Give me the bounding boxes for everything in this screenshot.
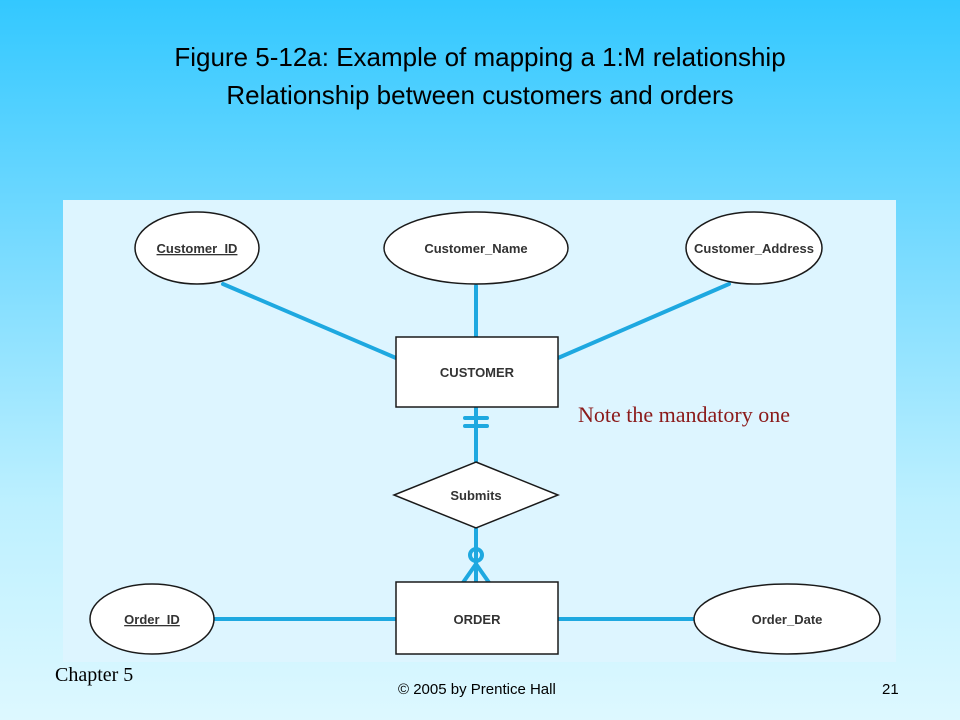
customer-entity [395, 336, 559, 408]
crowfoot-right [474, 562, 492, 586]
footer-page-number: 21 [882, 681, 899, 698]
order-id-attribute [89, 583, 215, 655]
customer-entity-label: CUSTOMER [440, 365, 515, 380]
footer-chapter: Chapter 5 [55, 664, 134, 686]
submits-relationship [391, 461, 561, 529]
customer-name-label: Customer_Name [424, 241, 527, 256]
title-line-2: Relationship between customers and order… [226, 80, 734, 110]
order-date-attribute [693, 583, 881, 655]
optional-mark [468, 547, 484, 563]
order-date-label: Order_Date [752, 612, 823, 627]
footer-copyright: © 2005 by Prentice Hall [398, 681, 556, 698]
submits-label: Submits [450, 488, 501, 503]
connector-customer-id [221, 282, 398, 360]
customer-id-label: Customer_ID [157, 241, 238, 256]
customer-name-attribute [383, 211, 569, 285]
mandatory-note: Note the mandatory one [578, 402, 790, 427]
order-id-label: Order_ID [124, 612, 180, 627]
er-diagram-canvas: Customer_ID Customer_Name Customer_Addre… [89, 211, 881, 655]
slide-title: Figure 5-12a: Example of mapping a 1:M r… [0, 38, 960, 114]
order-entity-label: ORDER [454, 612, 502, 627]
customer-id-attribute [134, 211, 260, 285]
customer-address-attribute [685, 211, 823, 285]
order-entity [395, 581, 559, 655]
connector-customer-address [556, 282, 731, 360]
crowfoot-left [460, 562, 478, 586]
customer-address-label: Customer_Address [694, 241, 814, 256]
er-diagram: Customer_ID Customer_Name Customer_Addre… [63, 200, 896, 662]
title-line-1: Figure 5-12a: Example of mapping a 1:M r… [174, 42, 786, 72]
